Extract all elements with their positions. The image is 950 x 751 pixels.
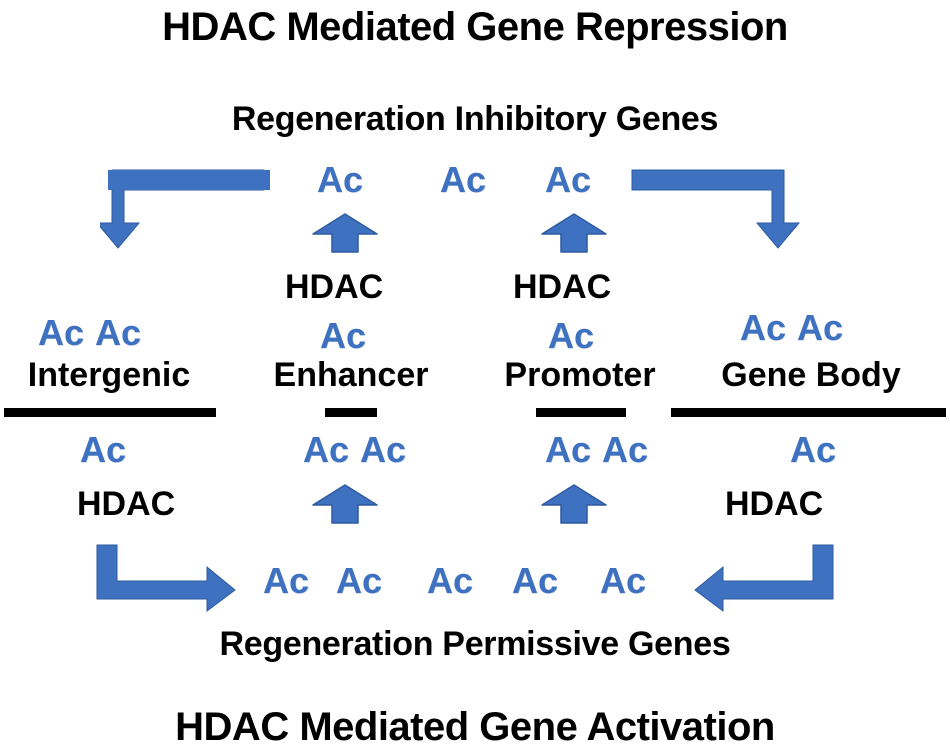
ac-mark-bottom-4: Ac bbox=[512, 560, 559, 601]
ac-mark: Ac bbox=[95, 312, 142, 353]
ac-mark: Ac bbox=[80, 429, 127, 470]
ac-marks-below-enhancer: Ac Ac bbox=[303, 432, 406, 468]
region-label-gene-body: Gene Body bbox=[721, 356, 901, 394]
ac-mark: Ac bbox=[790, 429, 837, 470]
region-label-enhancer: Enhancer bbox=[273, 356, 429, 394]
hdac-label-promoter-above: HDAC bbox=[513, 268, 612, 306]
figure-title-top: HDAC Mediated Gene Repression bbox=[162, 5, 788, 49]
feature-bar-intergenic bbox=[4, 408, 216, 417]
ac-mark-bottom-3: Ac bbox=[427, 560, 474, 601]
ac-mark: Ac bbox=[602, 429, 649, 470]
ac-mark-top-2: Ac bbox=[440, 159, 487, 200]
region-label-promoter: Promoter bbox=[504, 356, 656, 394]
flow-arrow-top-left-elbow bbox=[100, 168, 275, 253]
feature-bar-gene-body bbox=[671, 408, 946, 417]
subtitle-regeneration-inhibitory-genes: Regeneration Inhibitory Genes bbox=[231, 100, 719, 138]
ac-mark: Ac bbox=[303, 429, 350, 470]
feature-bar-promoter bbox=[536, 408, 626, 417]
ac-mark: Ac bbox=[38, 312, 85, 353]
flow-arrow-enhancer-up-top bbox=[311, 212, 379, 254]
flow-arrow-bottom-left-elbow bbox=[95, 543, 240, 613]
ac-mark: Ac bbox=[320, 315, 367, 356]
flow-arrow-bottom-right-elbow bbox=[690, 543, 835, 613]
ac-mark-bottom-1: Ac bbox=[263, 560, 310, 601]
hdac-label-enhancer-above: HDAC bbox=[285, 268, 384, 306]
ac-marks-above-enhancer: Ac bbox=[320, 318, 366, 354]
ac-mark: Ac bbox=[548, 315, 595, 356]
ac-marks-above-gene-body: Ac Ac bbox=[740, 310, 843, 346]
ac-mark: Ac bbox=[360, 429, 407, 470]
ac-marks-above-intergenic: Ac Ac bbox=[38, 315, 141, 351]
ac-mark-bottom-2: Ac bbox=[336, 560, 383, 601]
ac-marks-below-promoter: Ac Ac bbox=[545, 432, 648, 468]
feature-bar-enhancer bbox=[325, 408, 377, 417]
ac-mark-top-3: Ac bbox=[545, 159, 592, 200]
ac-marks-above-promoter: Ac bbox=[548, 318, 594, 354]
subtitle-regeneration-permissive-genes: Regeneration Permissive Genes bbox=[219, 625, 731, 663]
flow-arrow-promoter-up-top bbox=[540, 212, 608, 254]
ac-marks-below-gene-body: Ac bbox=[790, 432, 836, 468]
figure-title-bottom: HDAC Mediated Gene Activation bbox=[175, 705, 775, 749]
hdac-label-intergenic-below: HDAC bbox=[77, 485, 176, 523]
flow-arrow-top-right-elbow bbox=[630, 168, 810, 253]
hdac-label-gene-body-below: HDAC bbox=[725, 485, 824, 523]
flow-arrow-enhancer-up-bottom bbox=[311, 483, 379, 525]
ac-mark: Ac bbox=[740, 307, 787, 348]
ac-mark: Ac bbox=[545, 429, 592, 470]
ac-mark-bottom-5: Ac bbox=[600, 560, 647, 601]
flow-arrow-promoter-up-bottom bbox=[540, 483, 608, 525]
region-label-intergenic: Intergenic bbox=[27, 356, 191, 394]
ac-mark-top-1: Ac bbox=[317, 159, 364, 200]
ac-mark: Ac bbox=[797, 307, 844, 348]
ac-marks-below-intergenic: Ac bbox=[80, 432, 126, 468]
